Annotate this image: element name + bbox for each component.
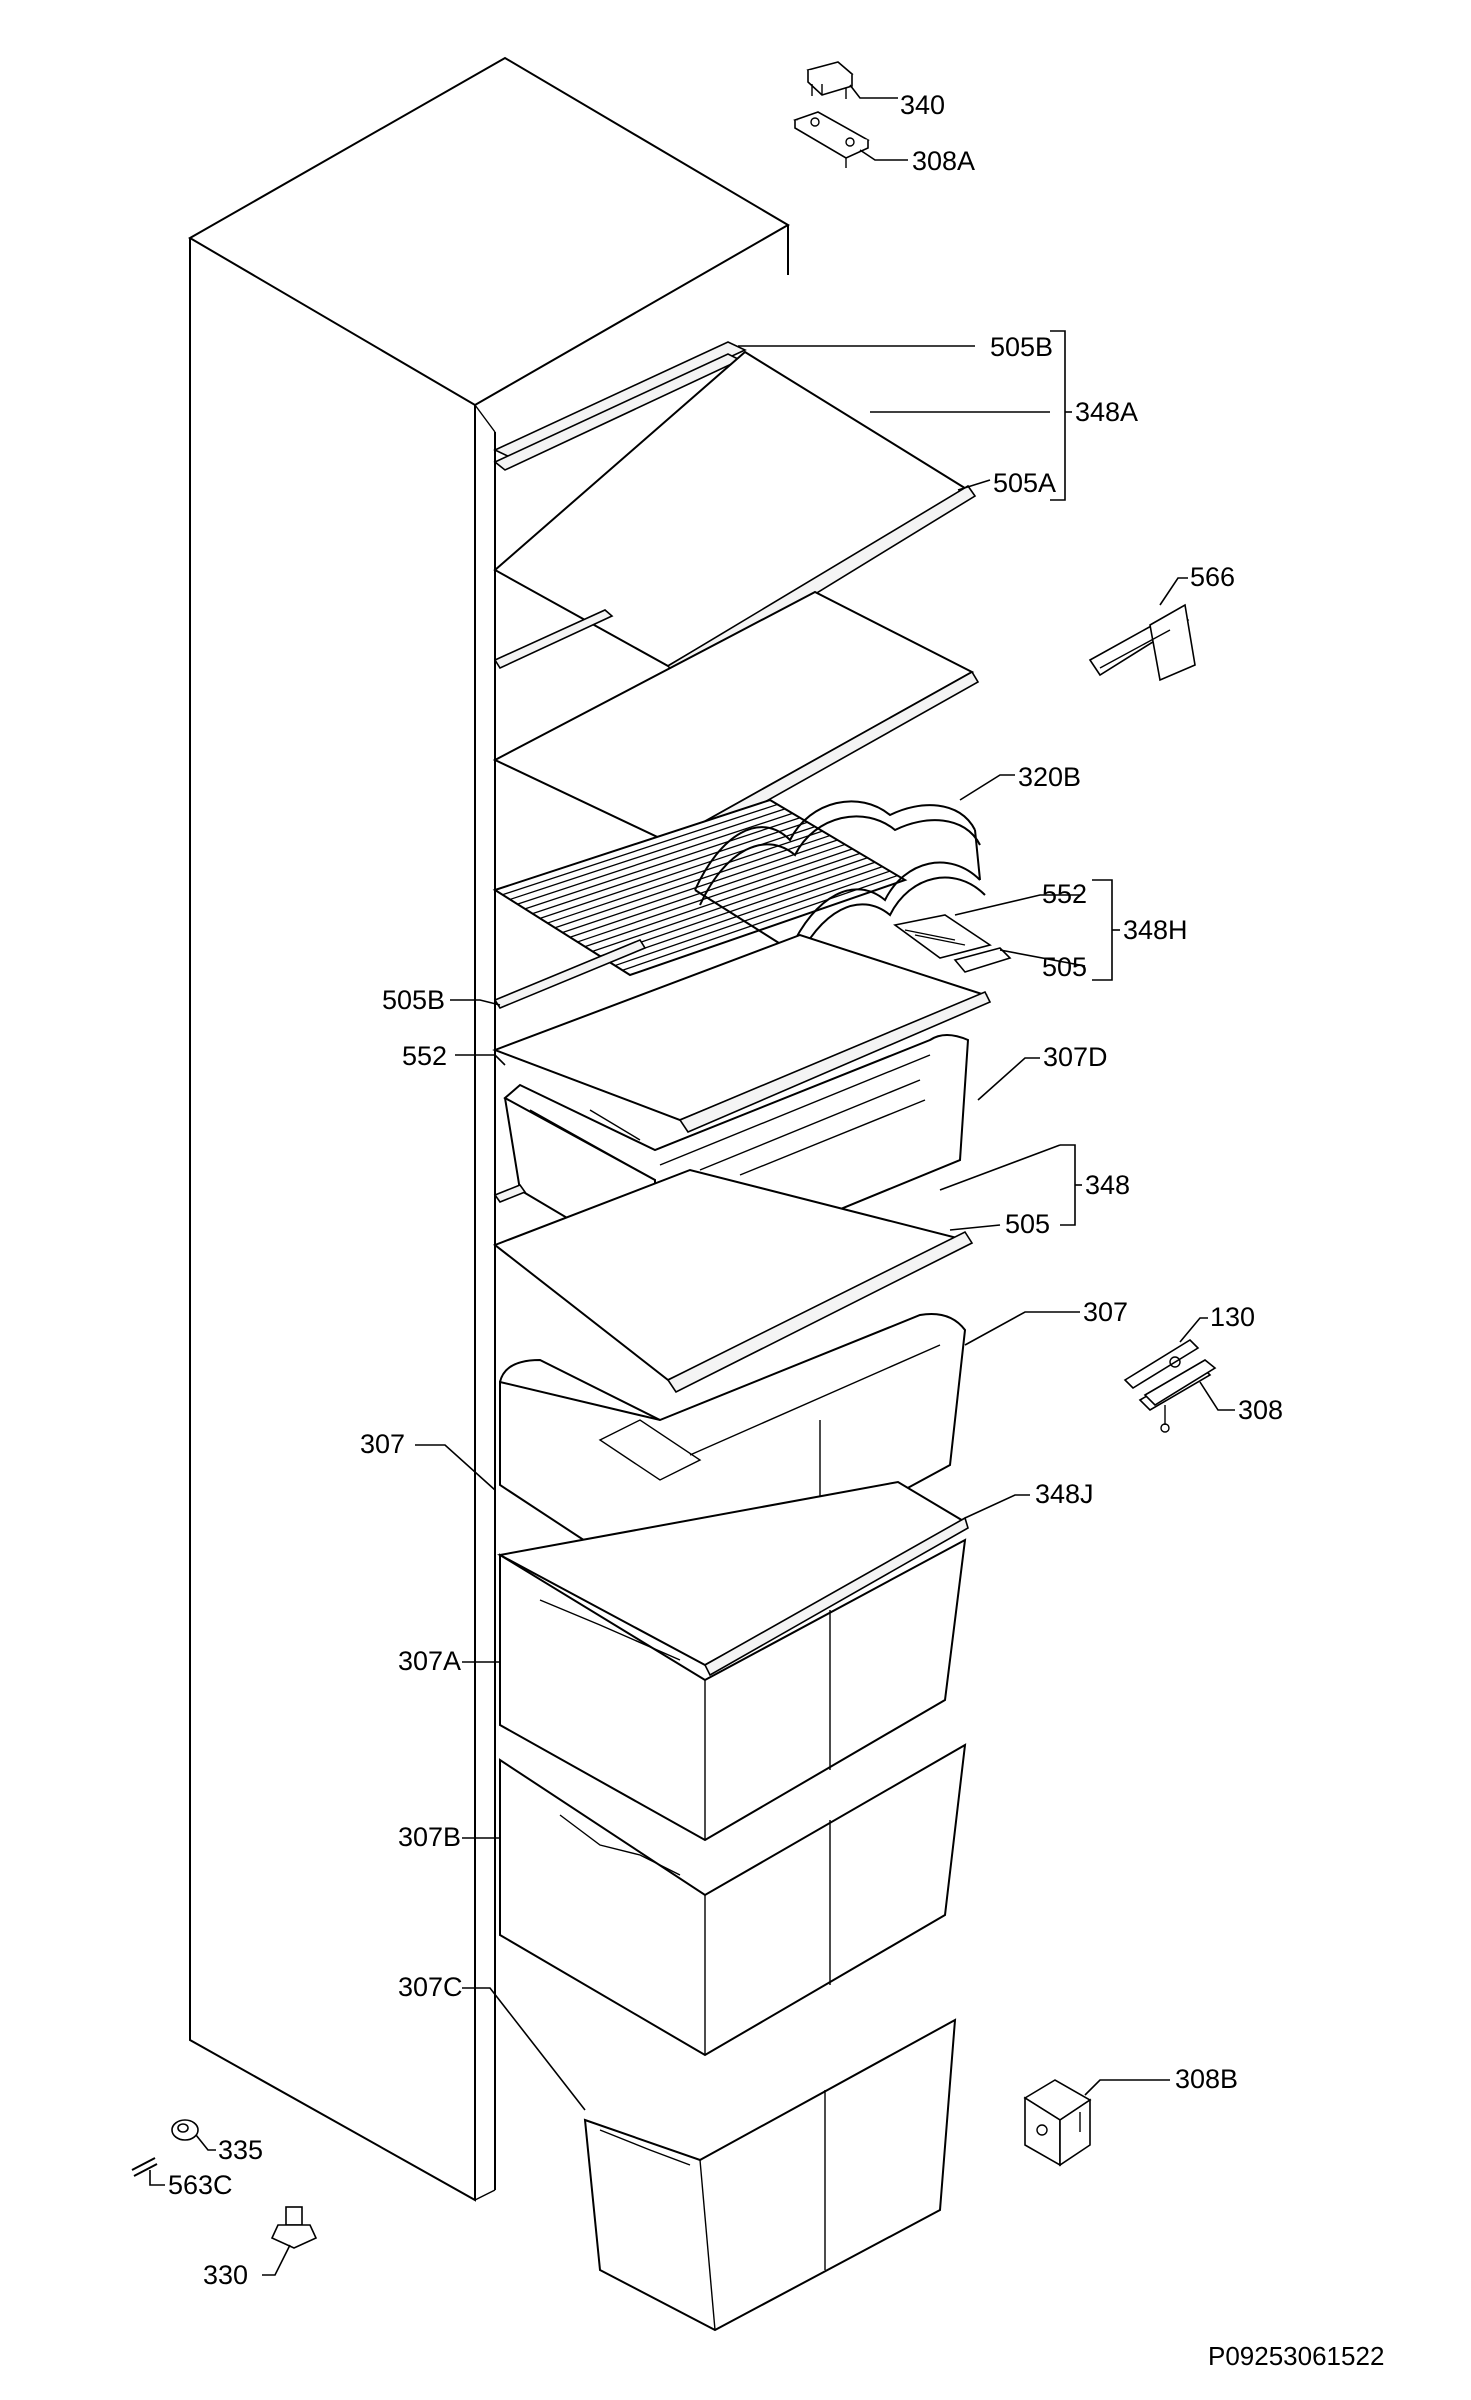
cabinet-body xyxy=(188,56,790,2202)
label-130: 130 xyxy=(1210,1302,1255,1332)
label-348H: 348H xyxy=(1123,915,1188,945)
label-566: 566 xyxy=(1190,562,1235,592)
leader-lines xyxy=(149,84,1235,2276)
rack-wire xyxy=(509,808,786,901)
pin-part-563C xyxy=(131,2157,158,2177)
label-552-left: 552 xyxy=(402,1041,447,1071)
drawer-307B xyxy=(499,1743,967,2057)
upper-hinge-part xyxy=(793,111,870,168)
rack-wire xyxy=(562,839,838,934)
rack-wire xyxy=(584,852,861,948)
bottle-rack-320B xyxy=(694,800,986,966)
drawer-307C xyxy=(583,2018,957,2332)
label-307D: 307D xyxy=(1043,1042,1108,1072)
rack-wire xyxy=(607,866,883,962)
drawer-307A xyxy=(499,1538,967,1842)
rack-wire xyxy=(599,861,876,957)
label-563C: 563C xyxy=(168,2170,233,2200)
label-552-right: 552 xyxy=(1042,879,1087,909)
rack-wire xyxy=(622,874,898,971)
rack-wire xyxy=(532,821,808,915)
label-307C: 307C xyxy=(398,1972,463,2002)
label-308B: 308B xyxy=(1175,2064,1238,2094)
rack-wire xyxy=(614,870,891,967)
door-hinge-308 xyxy=(1143,1359,1217,1433)
adjustable-foot-330 xyxy=(270,2206,318,2249)
label-348J: 348J xyxy=(1035,1479,1094,1509)
shelf-505-glass xyxy=(492,933,992,1133)
label-330: 330 xyxy=(203,2260,248,2290)
rack-wire xyxy=(502,803,778,896)
label-505A: 505A xyxy=(993,468,1056,498)
label-335: 335 xyxy=(218,2135,263,2165)
rack-wire xyxy=(577,848,853,943)
shelf-bracket-552 xyxy=(893,914,1012,973)
label-348: 348 xyxy=(1085,1170,1130,1200)
reference-number: P09253061522 xyxy=(1208,2341,1384,2371)
shelf-348J-glass xyxy=(497,1480,969,1677)
label-340: 340 xyxy=(900,90,945,120)
label-505-upper: 505 xyxy=(1042,952,1087,982)
label-505B-left: 505B xyxy=(382,985,445,1015)
label-320B: 320B xyxy=(1018,762,1081,792)
rack-wire xyxy=(554,834,831,929)
label-307B: 307B xyxy=(398,1822,461,1852)
foot-part-335 xyxy=(171,2119,199,2141)
shelf-348-glass xyxy=(492,1168,974,1394)
rack-wire xyxy=(517,812,793,905)
rack-wire xyxy=(547,830,823,924)
rack-wire xyxy=(592,857,868,953)
bottom-hinge-308B xyxy=(1023,2079,1092,2167)
label-307A: 307A xyxy=(398,1646,461,1676)
label-348A: 348A xyxy=(1075,397,1138,427)
label-307-right: 307 xyxy=(1083,1297,1128,1327)
hinge-cover-part xyxy=(806,61,854,99)
rack-wire xyxy=(539,826,816,919)
label-307-left: 307 xyxy=(360,1429,405,1459)
part-labels: 340 308A 505B 348A 505A 566 320B 552 348… xyxy=(168,90,1384,2371)
label-308A: 308A xyxy=(912,146,975,176)
label-308: 308 xyxy=(1238,1395,1283,1425)
bracket-part-566 xyxy=(1088,603,1196,682)
label-505B-top: 505B xyxy=(990,332,1053,362)
label-505-lower: 505 xyxy=(1005,1209,1050,1239)
rack-wire xyxy=(524,817,801,910)
